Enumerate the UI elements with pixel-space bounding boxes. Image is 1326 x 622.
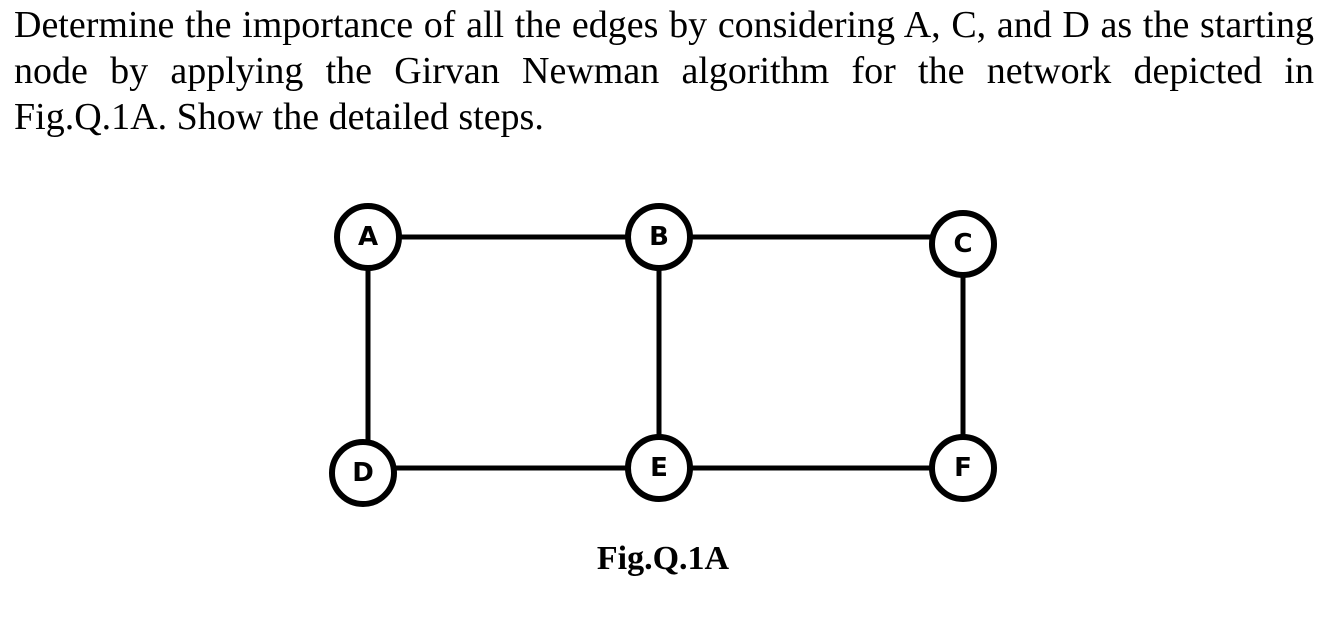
node-e: E xyxy=(625,434,693,502)
node-a-label: A xyxy=(358,222,378,252)
node-c-label: C xyxy=(953,229,972,259)
node-f-label: F xyxy=(954,453,972,483)
node-b-label: B xyxy=(649,222,669,252)
node-e-label: E xyxy=(650,453,668,483)
node-c: C xyxy=(929,210,997,278)
nodes-group: A B C D E F xyxy=(329,203,997,507)
node-a: A xyxy=(334,203,402,271)
node-d: D xyxy=(329,439,397,507)
edges-group xyxy=(365,234,966,471)
node-b: B xyxy=(625,203,693,271)
node-f: F xyxy=(929,434,997,502)
figure-caption: Fig.Q.1A xyxy=(596,540,730,577)
node-d-label: D xyxy=(352,458,374,488)
question-text: Determine the importance of all the edge… xyxy=(14,4,1314,138)
